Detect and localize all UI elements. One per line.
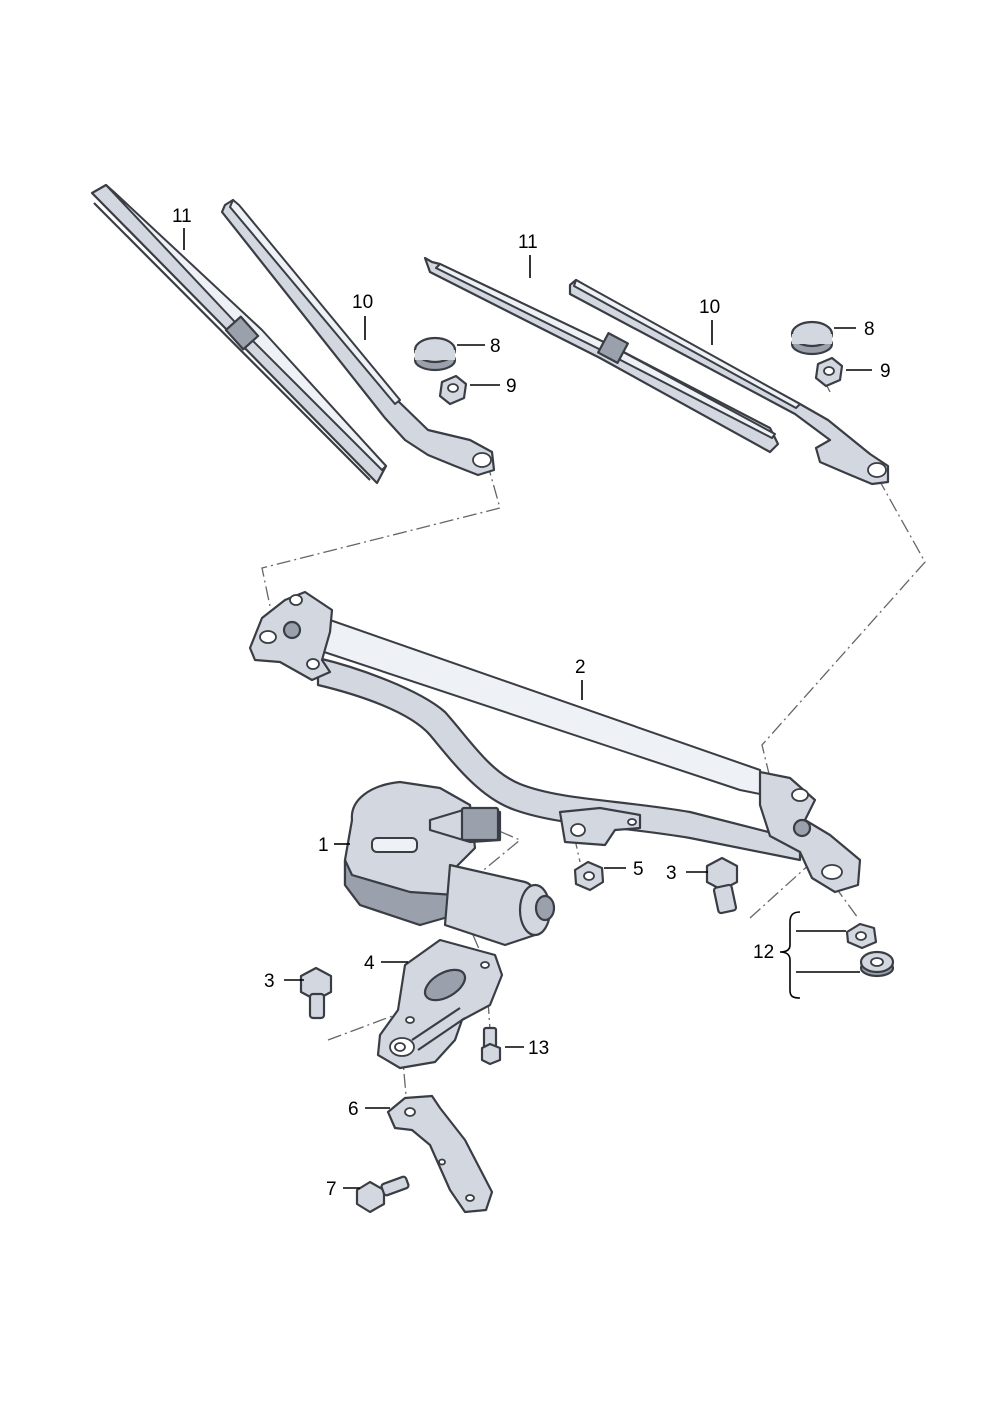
callout-4: 4 xyxy=(364,953,375,974)
callout-13: 13 xyxy=(528,1038,549,1059)
wiper-arm-right xyxy=(568,278,890,486)
callout-3-left: 3 xyxy=(264,971,275,992)
callout-10-left: 10 xyxy=(352,292,373,313)
bolt-right xyxy=(705,856,739,915)
bolt-bracket xyxy=(355,1175,410,1214)
linkage-frame xyxy=(248,590,862,894)
bolt-left xyxy=(299,966,333,1020)
callout-5: 5 xyxy=(633,859,644,880)
nut-left xyxy=(438,374,468,406)
callout-8-left: 8 xyxy=(490,336,501,357)
callout-11-right: 11 xyxy=(518,232,538,253)
callout-12: 12 xyxy=(753,942,774,963)
callout-2: 2 xyxy=(575,657,586,678)
wiper-blade-right xyxy=(423,256,780,454)
mounting-plate xyxy=(376,938,504,1070)
support-bracket xyxy=(386,1094,494,1214)
group-bracket xyxy=(779,911,801,999)
leader-lines xyxy=(183,228,872,1189)
wiper-blade-left xyxy=(90,183,388,485)
cap-left xyxy=(413,336,457,372)
cap-right xyxy=(790,320,834,356)
nut-center xyxy=(573,860,605,892)
wiper-arm-left xyxy=(220,198,496,477)
callout-6: 6 xyxy=(348,1099,359,1120)
callout-3-right: 3 xyxy=(666,863,677,884)
wiper-motor xyxy=(343,780,556,947)
callout-labels: 11 10 8 9 11 10 8 9 2 1 5 3 12 4 3 13 6 … xyxy=(172,206,891,1200)
assembly-lines xyxy=(261,381,926,1119)
callout-8-right: 8 xyxy=(864,319,875,340)
callout-9-left: 9 xyxy=(506,376,517,397)
callout-11-left: 11 xyxy=(172,206,192,227)
bolt-plate xyxy=(480,1026,502,1066)
callout-9-right: 9 xyxy=(880,361,891,382)
nut-right xyxy=(814,356,844,388)
callout-1: 1 xyxy=(318,835,329,856)
callout-10-right: 10 xyxy=(699,297,720,318)
callout-7: 7 xyxy=(326,1179,337,1200)
nut-set-lower xyxy=(859,950,895,978)
nut-set-upper xyxy=(845,922,878,950)
